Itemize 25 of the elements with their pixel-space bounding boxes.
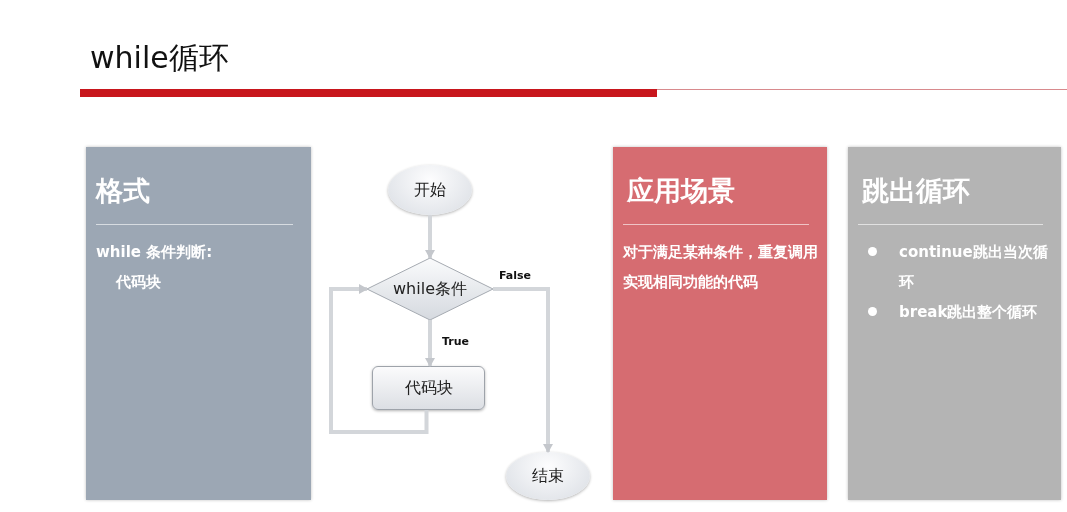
slide-title: while循环 (90, 39, 229, 77)
node-label: 结束 (532, 465, 564, 487)
arrow (329, 284, 429, 434)
arrow (425, 215, 435, 259)
arrow (493, 287, 553, 453)
node-label: 代码块 (404, 377, 453, 399)
panel-heading: 应用场景 (626, 174, 736, 208)
process-box (372, 366, 485, 410)
node-label: 开始 (414, 179, 446, 201)
node-label: while条件 (393, 278, 467, 300)
panel-text: 代码块 (115, 272, 162, 294)
end-ellipse (506, 452, 590, 500)
start-ellipse (388, 165, 472, 215)
panel-heading: 跳出循环 (861, 174, 971, 208)
panel-heading: 格式 (96, 174, 151, 208)
edge-label: True (441, 335, 470, 348)
exit-loop-panel (848, 147, 1061, 500)
decision-diamond (367, 258, 493, 320)
panel-text: while 条件判断: (96, 242, 214, 264)
panel-text: 对于满足某种条件，重复调用实现相同功能的代码 (623, 242, 819, 294)
scenario-panel (613, 147, 827, 500)
panel-text: break跳出整个循环 (899, 302, 1038, 324)
arrow (425, 320, 435, 367)
edge-label: False (498, 269, 533, 282)
format-panel (86, 147, 311, 500)
